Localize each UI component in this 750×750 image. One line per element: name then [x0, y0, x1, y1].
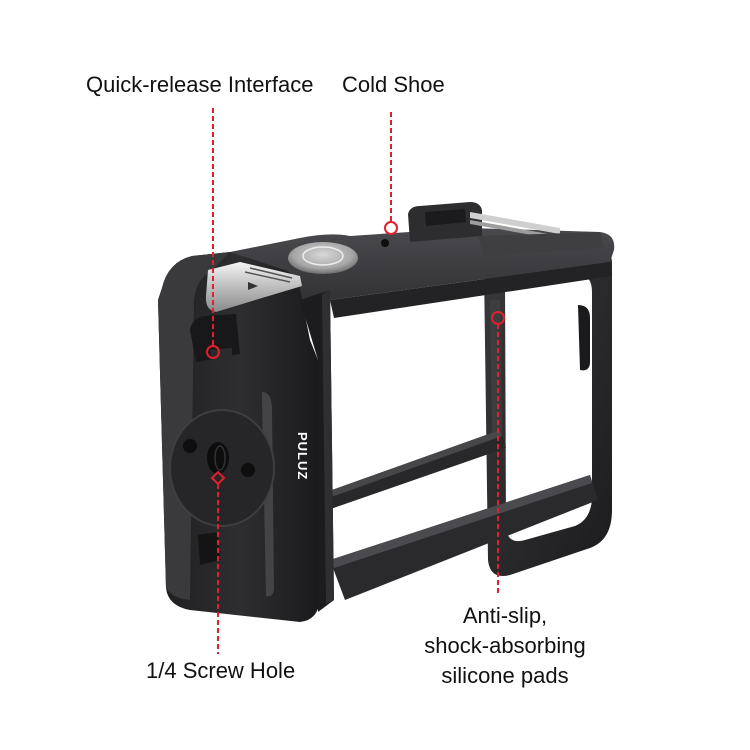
left-side-body [158, 252, 334, 622]
callout-lines [206, 108, 505, 654]
cold-shoe-mount [408, 202, 604, 256]
brand-logo: PULUZ [295, 432, 310, 480]
top-button [288, 239, 389, 274]
svg-text:PULUZ: PULUZ [295, 432, 310, 480]
callout-label-silicone-pads-line-3: silicone pads [441, 663, 569, 688]
bottom-rail [318, 430, 598, 600]
callout-marker-quick-release [206, 345, 220, 359]
callout-label-screw-hole: 1/4 Screw Hole [146, 658, 296, 683]
callout-marker-screw-hole [210, 470, 226, 486]
rear-frame [478, 240, 612, 576]
callout-label-silicone-pads-line-2: shock-absorbing [424, 633, 586, 658]
quick-release-latch [205, 262, 302, 312]
callout-marker-silicone-pads [491, 311, 505, 325]
callout-label-cold-shoe: Cold Shoe [342, 72, 445, 97]
callout-label-quick-release: Quick-release Interface [86, 72, 314, 97]
callout-label-silicone-pads: Anti-slip, shock-absorbing silicone pads [400, 601, 610, 691]
callout-marker-cold-shoe [384, 221, 398, 235]
callout-label-silicone-pads-line-1: Anti-slip, [462, 603, 548, 628]
